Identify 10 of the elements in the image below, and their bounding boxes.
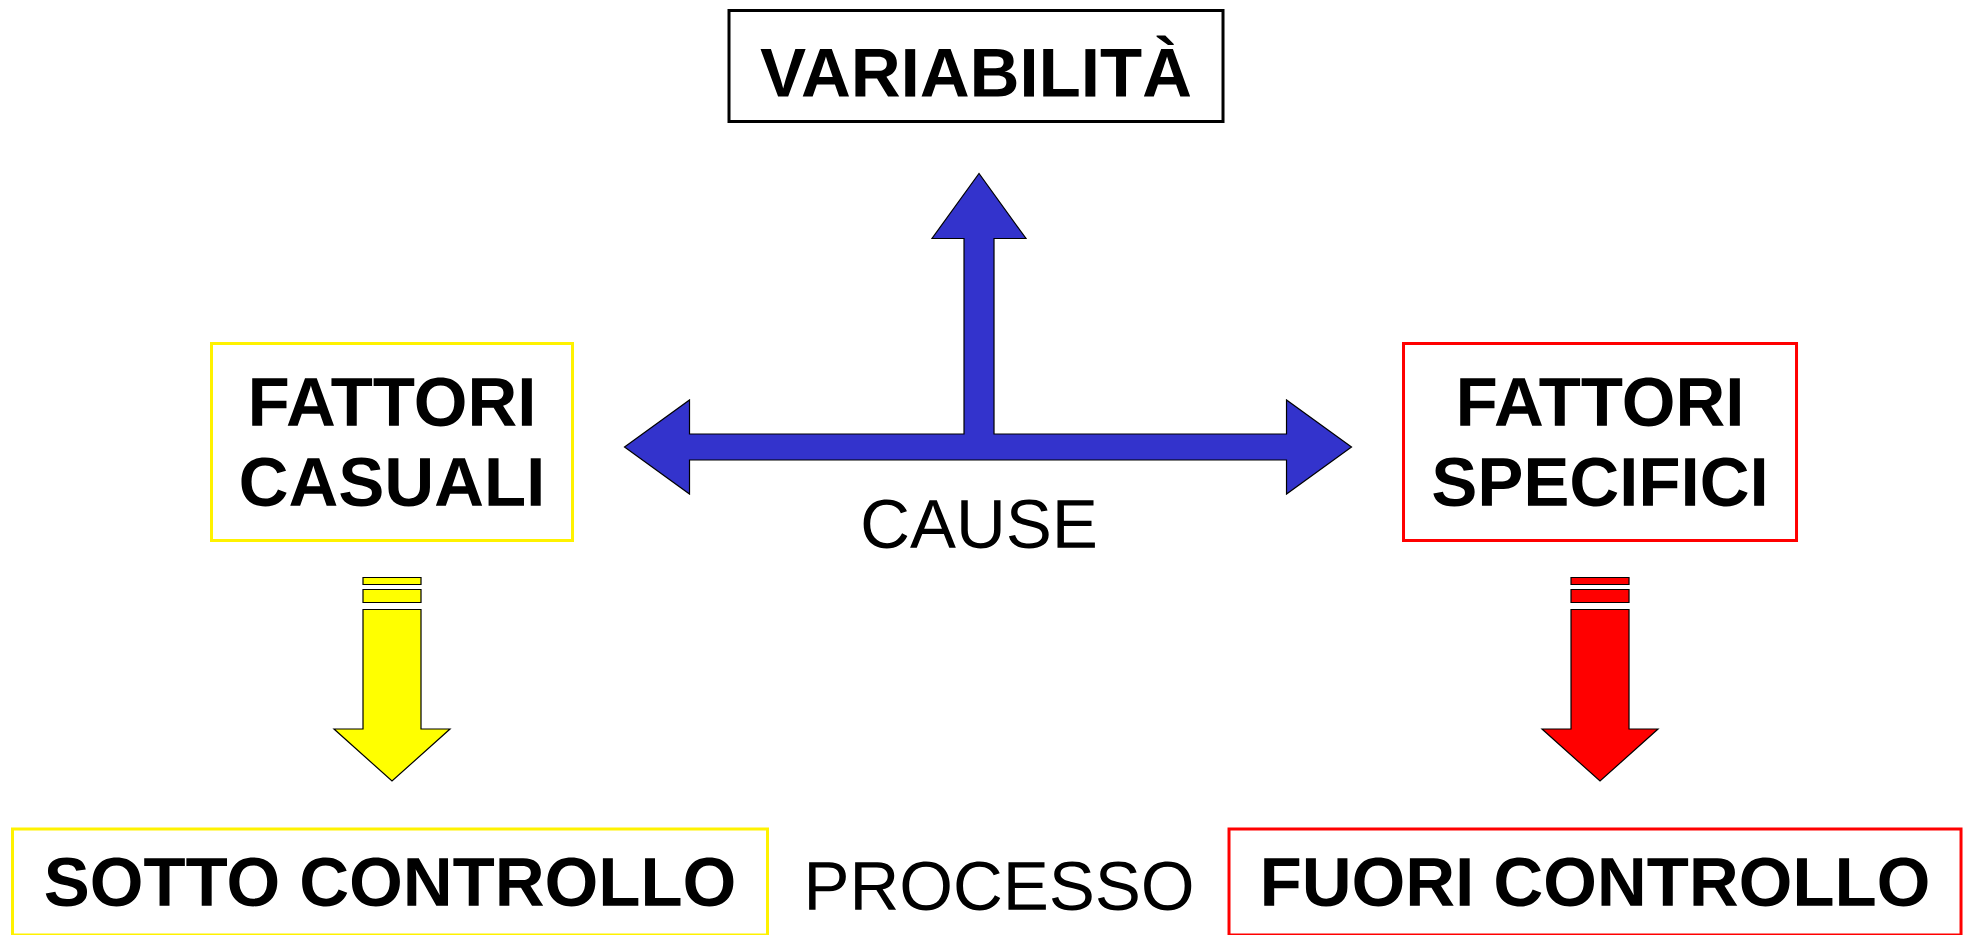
- text-box: VARIABILITÀ: [727, 9, 1225, 123]
- text-box: FUORI CONTROLLO: [1227, 827, 1963, 935]
- arrow: [332, 576, 452, 782]
- text-box: FATTORI SPECIFICI: [1402, 342, 1798, 542]
- text-box: SOTTO CONTROLLO: [11, 827, 769, 935]
- label: PROCESSO: [809, 861, 1192, 911]
- text-box: FATTORI CASUALI: [210, 342, 574, 542]
- arrow: [623, 172, 1353, 496]
- arrow: [1540, 576, 1660, 782]
- label: CAUSE: [863, 499, 1095, 549]
